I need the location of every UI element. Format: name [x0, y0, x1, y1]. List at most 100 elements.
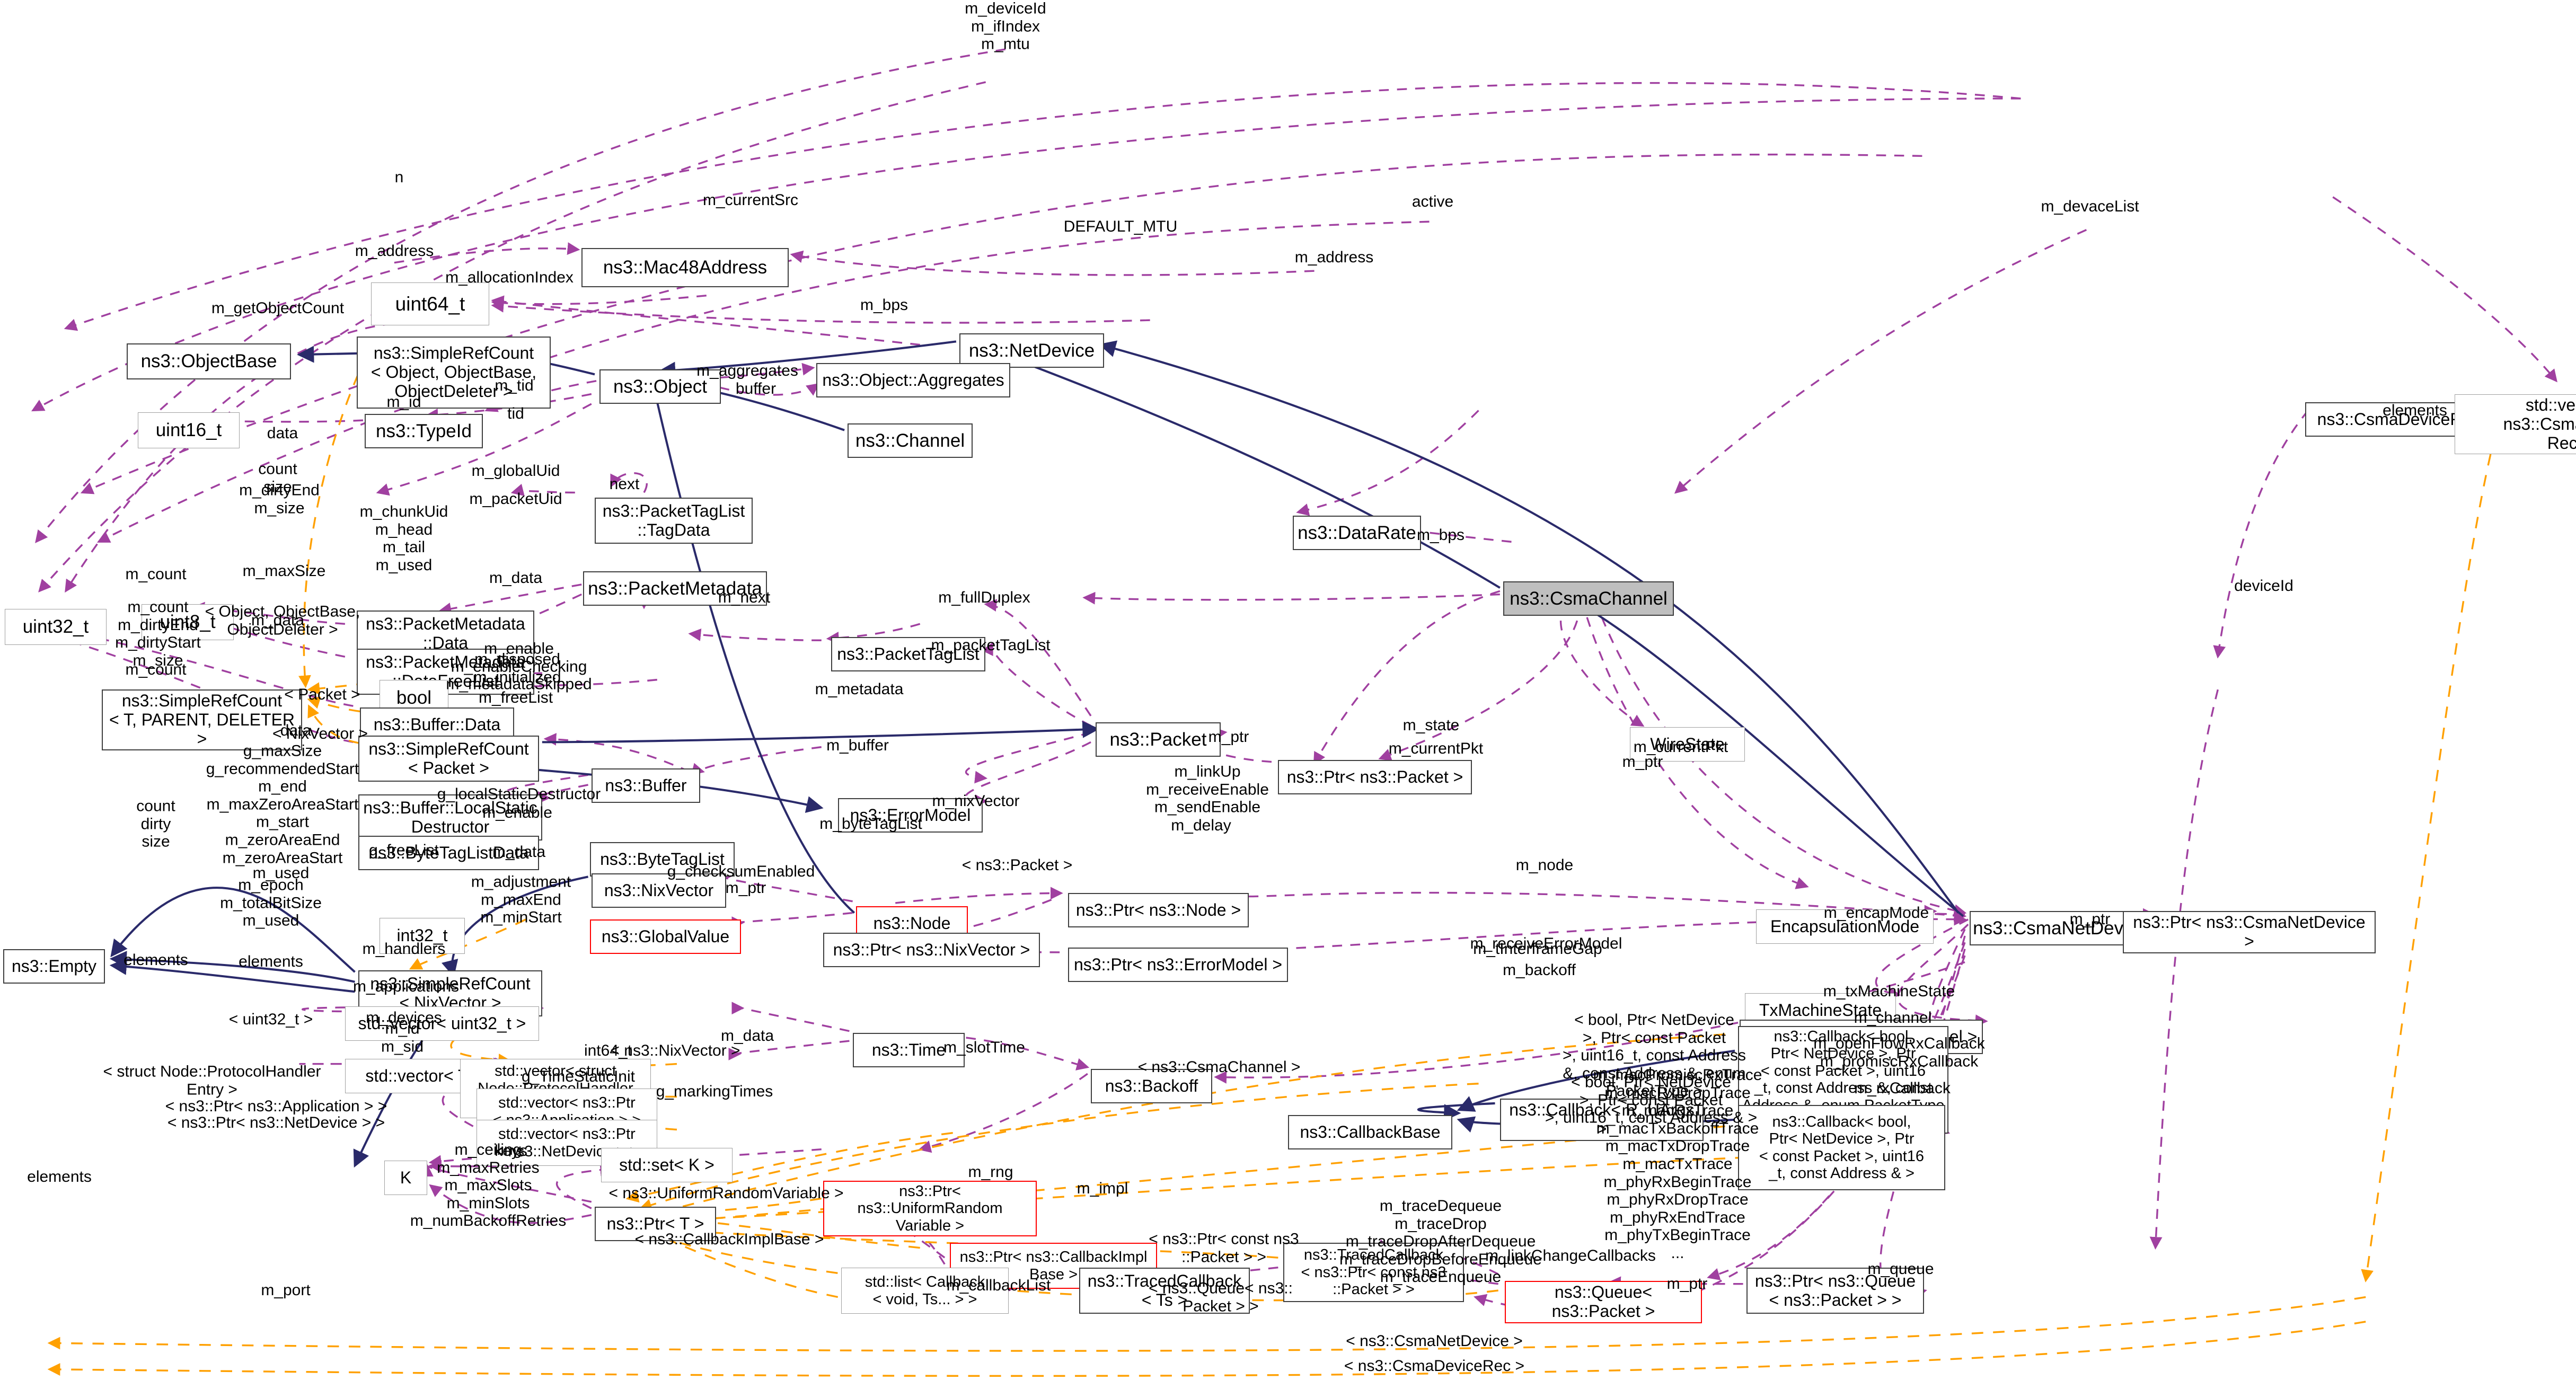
- edge-label: m_ceiling m_maxRetries m_maxSlots m_minS…: [410, 1141, 567, 1230]
- class-node-channel[interactable]: ns3::Channel: [848, 423, 973, 458]
- edge-label: < Object, ObjectBase, ObjectDeleter >: [205, 603, 360, 638]
- edge-label: m_next: [718, 589, 771, 607]
- edge-label: m_channel: [1854, 1009, 1932, 1027]
- edge-label: m_delay: [1171, 817, 1231, 835]
- class-node-empty[interactable]: ns3::Empty: [3, 949, 105, 984]
- edge-label: m_nixVector: [932, 792, 1020, 810]
- class-node-ptr_node[interactable]: ns3::Ptr< ns3::Node >: [1068, 893, 1249, 927]
- class-node-ptr_uniformrv[interactable]: ns3::Ptr< ns3::UniformRandom Variable >: [823, 1181, 1037, 1237]
- class-node-mac48[interactable]: ns3::Mac48Address: [581, 248, 789, 287]
- edge-label: < uint32_t >: [228, 1011, 313, 1029]
- class-node-csmanetdevice[interactable]: ns3::CsmaNetDevice: [1970, 911, 2150, 945]
- class-node-aggregates[interactable]: ns3::Object::Aggregates: [816, 363, 1010, 397]
- class-node-bytetaglist[interactable]: ns3::ByteTagList: [590, 842, 735, 877]
- class-node-objbase[interactable]: ns3::ObjectBase: [127, 343, 291, 379]
- class-node-time[interactable]: ns3::Time: [853, 1033, 965, 1067]
- edge-label: m_byteTagList: [819, 815, 922, 833]
- edge-label: m_queue: [1867, 1260, 1934, 1278]
- class-node-set_K[interactable]: std::set< K >: [601, 1148, 733, 1182]
- edge-label: m_rxCallback: [1854, 1080, 1951, 1098]
- edge-label: keys: [495, 1142, 527, 1160]
- edge-label: < ns3::UniformRandomVariable >: [608, 1184, 844, 1202]
- edge-label: m_ptr: [1666, 1275, 1708, 1293]
- edge-label: count dirty size: [136, 797, 175, 851]
- edge-label: count size: [258, 460, 297, 496]
- edge-label: m_data: [492, 843, 546, 861]
- class-node-vec_csmadevrec[interactable]: std::vector< ns3::CsmaDevice Rec >: [2455, 394, 2576, 455]
- edge-label: m_ptr: [725, 879, 766, 897]
- class-node-csmachannel[interactable]: ns3::CsmaChannel: [1503, 581, 1674, 616]
- edge-label: m_linkUp m_receiveEnable m_sendEnable: [1146, 763, 1269, 816]
- class-node-cb_bool4[interactable]: ns3::Callback< bool, Ptr< NetDevice >, P…: [1738, 1105, 1945, 1190]
- edge-label: < ns3::Ptr< ns3::NetDevice > >: [167, 1114, 385, 1132]
- class-node-vec_uint32[interactable]: std::vector< uint32_t >: [345, 1006, 539, 1041]
- class-node-tagdata[interactable]: ns3::PacketTagList ::TagData: [595, 498, 753, 544]
- class-node-errormodel[interactable]: ns3::ErrorModel: [838, 798, 983, 833]
- edge-label: m_count: [125, 565, 187, 583]
- edge-label: m_devices: [366, 1009, 442, 1027]
- class-node-src_packet[interactable]: ns3::SimpleRefCount < Packet >: [358, 736, 539, 782]
- edge-label: < ns3::CsmaNetDevice >: [1346, 1332, 1523, 1350]
- class-node-buf_localstatic[interactable]: ns3::Buffer::LocalStatic Destructor: [358, 794, 542, 841]
- class-node-bytetaglistdata[interactable]: ns3::ByteTagListData: [358, 836, 539, 870]
- class-node-src_obj[interactable]: ns3::SimpleRefCount < Object, ObjectBase…: [357, 337, 551, 409]
- class-node-packettaglist[interactable]: ns3::PacketTagList: [831, 637, 985, 671]
- edge-label: m_freeList: [478, 689, 553, 707]
- edge-label: n: [394, 169, 404, 187]
- class-node-nixvector[interactable]: ns3::NixVector: [592, 873, 726, 908]
- edge-label: < Packet >: [284, 686, 360, 704]
- class-node-backoff[interactable]: ns3::Backoff: [1091, 1069, 1212, 1103]
- edge-label: < bool, Ptr< NetDevice >, Ptr< const Pac…: [1545, 1073, 1758, 1127]
- class-node-packetmetadata[interactable]: ns3::PacketMetadata: [583, 571, 767, 606]
- class-node-ptr_nixvector[interactable]: ns3::Ptr< ns3::NixVector >: [823, 933, 1040, 967]
- class-node-tracedcb_pkt[interactable]: ns3::TracedCallback < ns3::Ptr< const ns…: [1283, 1243, 1464, 1302]
- edge-label: m_currentPkt: [1388, 740, 1484, 758]
- edge-label: m_traceDequeue m_traceDrop m_traceDropAf…: [1339, 1197, 1542, 1286]
- edge-label: m_impl: [1077, 1180, 1128, 1198]
- edge-label: m_data: [251, 612, 305, 630]
- class-node-datarate[interactable]: ns3::DataRate: [1293, 516, 1421, 550]
- edge-label: elements: [2383, 402, 2447, 420]
- class-node-callbackbase[interactable]: ns3::CallbackBase: [1288, 1115, 1452, 1149]
- class-node-srcT[interactable]: ns3::SimpleRefCount < T, PARENT, DELETER…: [102, 689, 302, 751]
- edge-label: m_globalUid: [471, 462, 560, 480]
- edge-label: m_receiveErrorModel: [1470, 935, 1622, 953]
- class-node-uint16[interactable]: uint16_t: [138, 412, 240, 448]
- edge-label: elements: [123, 951, 188, 969]
- edge-label: < ns3::Ptr< ns3::Application > >: [165, 1098, 387, 1116]
- edge-label: m_ptr: [2069, 910, 2111, 928]
- edge-label: m_bps: [1416, 526, 1465, 544]
- edge-label: < bool, Ptr< NetDevice >, Ptr< const Pac…: [1562, 1011, 1746, 1100]
- edge-label: m_tInterframeGap: [1473, 940, 1602, 958]
- edge-label: m_deviceId m_ifIndex m_mtu: [965, 0, 1046, 53]
- class-node-ptr_queue[interactable]: ns3::Ptr< ns3::Queue < ns3::Packet > >: [1746, 1268, 1924, 1314]
- edge-label: < struct Node::ProtocolHandler Entry >: [103, 1063, 321, 1098]
- class-node-int32[interactable]: int32_t: [380, 918, 465, 954]
- class-node-wirestate[interactable]: WireState: [1630, 727, 1745, 762]
- class-node-uint64[interactable]: uint64_t: [371, 282, 489, 325]
- class-node-netdevice[interactable]: ns3::NetDevice: [959, 333, 1104, 368]
- class-node-buffer[interactable]: ns3::Buffer: [592, 768, 700, 803]
- class-node-K[interactable]: K: [384, 1161, 427, 1195]
- class-node-uint32[interactable]: uint32_t: [5, 609, 107, 645]
- edge-label: deviceId: [2234, 577, 2293, 595]
- edge-label: m_allocationIndex: [445, 269, 574, 287]
- edge-label: m_port: [261, 1281, 311, 1299]
- class-node-list_cb[interactable]: std::list< Callback < void, Ts... > >: [841, 1268, 1009, 1314]
- class-node-packet[interactable]: ns3::Packet: [1096, 722, 1221, 757]
- class-node-cb_R_UArgs[interactable]: ns3::Callback< R, UArgs >: [1500, 1099, 1704, 1141]
- edge-label: m_applications: [352, 978, 460, 996]
- class-node-ptr_packet[interactable]: ns3::Ptr< ns3::Packet >: [1278, 760, 1472, 794]
- edge-label: m_aggregates: [696, 362, 798, 380]
- edge-label: m_node: [1515, 856, 1574, 874]
- edge-label: < ns3::Packet >: [961, 856, 1073, 874]
- edge-label: m_devaceList: [2041, 198, 2139, 216]
- class-node-typeid[interactable]: ns3::TypeId: [365, 414, 483, 448]
- class-node-ptr_errormodel[interactable]: ns3::Ptr< ns3::ErrorModel >: [1068, 948, 1288, 982]
- class-node-ptr_csmanetdev[interactable]: ns3::Ptr< ns3::CsmaNetDevice >: [2123, 911, 2376, 953]
- class-node-globalvalue[interactable]: ns3::GlobalValue: [590, 919, 741, 954]
- class-node-encapmode[interactable]: EncapsulationMode: [1756, 909, 1934, 944]
- class-node-queue_pkt[interactable]: ns3::Queue< ns3::Packet >: [1505, 1281, 1702, 1323]
- edge-label: m_packetUid: [469, 490, 562, 508]
